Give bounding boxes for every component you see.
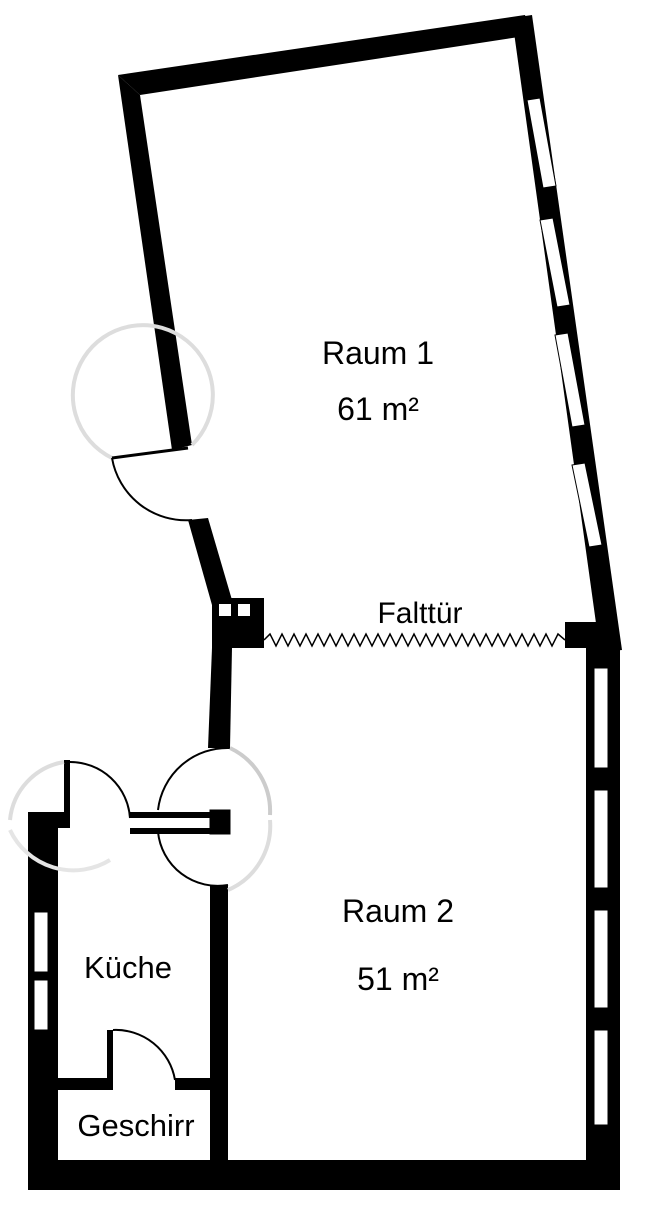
door-kitchen-top [8, 760, 131, 873]
wall-geschirr-divider-left [55, 1078, 113, 1090]
wall-left-raum2-upper [208, 648, 232, 748]
door-raum2-left [157, 746, 273, 892]
room-name-raum1: Raum 1 [322, 335, 434, 371]
wall-left-raum1-upper [118, 75, 192, 450]
windows-raum1 [526, 97, 603, 548]
wall-left-raum1-lower [188, 518, 232, 605]
wall-top-raum1 [118, 15, 532, 95]
pillar-squares [219, 604, 250, 616]
wall-kitchen-top-left [28, 812, 68, 828]
folding-door [263, 632, 566, 648]
wall-stub-right [565, 622, 605, 648]
windows-kitchen [33, 911, 49, 1031]
wall-kitchen-top-right [64, 760, 70, 828]
wall-geschirr-divider-right [175, 1078, 213, 1090]
room-area-raum2: 51 m² [357, 961, 439, 997]
walls [28, 15, 622, 1190]
windows-raum2 [593, 667, 609, 1126]
door-geschirr [112, 1028, 176, 1081]
folding-door-label: Falttür [377, 597, 462, 630]
room-name-geschirr: Geschirr [77, 1108, 194, 1143]
wall-left-raum2-lower [210, 885, 228, 1165]
kitchen-door-gap [130, 818, 215, 828]
room-name-kueche: Küche [84, 950, 172, 985]
door-raum1-left [70, 323, 215, 522]
room-name-raum2: Raum 2 [342, 893, 454, 929]
room-area-raum1: 61 m² [337, 391, 419, 427]
wall-geschirr-door-frame [107, 1030, 113, 1085]
wall-bottom [28, 1160, 620, 1190]
